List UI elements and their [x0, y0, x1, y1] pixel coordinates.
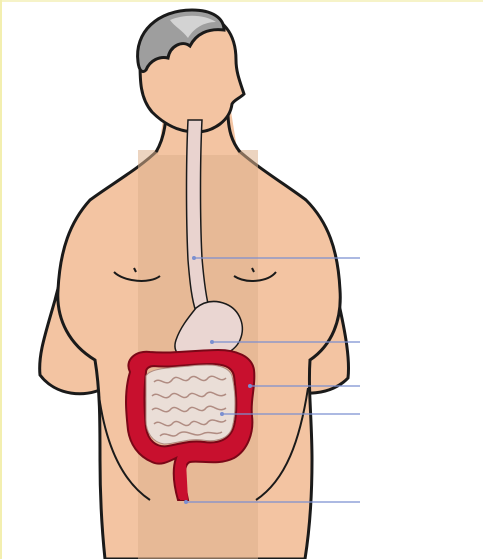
pointer-dot-small-intestine [220, 412, 224, 416]
pointer-dot-rectum [184, 500, 188, 504]
pointer-dot-large-intestine [248, 384, 252, 388]
pointer-dot-stomach [210, 340, 214, 344]
pointer-dot-esophagus [192, 256, 196, 260]
